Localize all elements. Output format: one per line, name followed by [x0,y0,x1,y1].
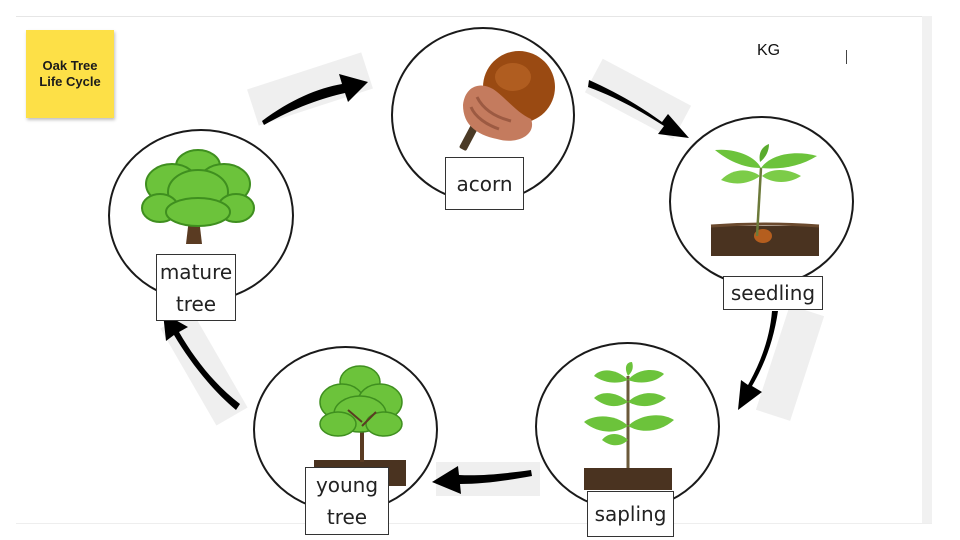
scrollbar[interactable] [922,16,932,524]
corner-text[interactable]: KG [757,42,781,59]
stage-label-line: mature [159,259,233,284]
stage-label-acorn: acorn [445,157,524,210]
canvas-edge [16,523,932,524]
stage-label-young-tree: young tree [305,467,389,535]
arrow-young-to-mature [163,313,240,410]
arrow-mature-to-acorn [262,74,368,125]
stage-label-line: tree [326,505,368,529]
stage-label-line: tree [175,291,217,316]
acorn-icon [459,51,555,151]
stage-label-line: young [315,473,379,497]
arrow-sapling-to-young [432,466,532,494]
sapling-icon [584,362,674,490]
seedling-icon [710,144,820,256]
stage-label-sapling: sapling [587,491,674,537]
stage-label-seedling: seedling [723,276,823,310]
sticky-note-text: Oak Tree Life Cycle [39,58,101,89]
mature-tree-icon [141,149,255,244]
arrow-acorn-to-seedling [588,80,689,138]
stage-label-mature-tree: mature tree [156,254,236,321]
sticky-note[interactable]: Oak Tree Life Cycle [26,30,114,118]
stage-circle-seedling [669,116,854,287]
text-cursor [846,50,847,64]
arrow-seedling-to-sapling [738,311,778,410]
